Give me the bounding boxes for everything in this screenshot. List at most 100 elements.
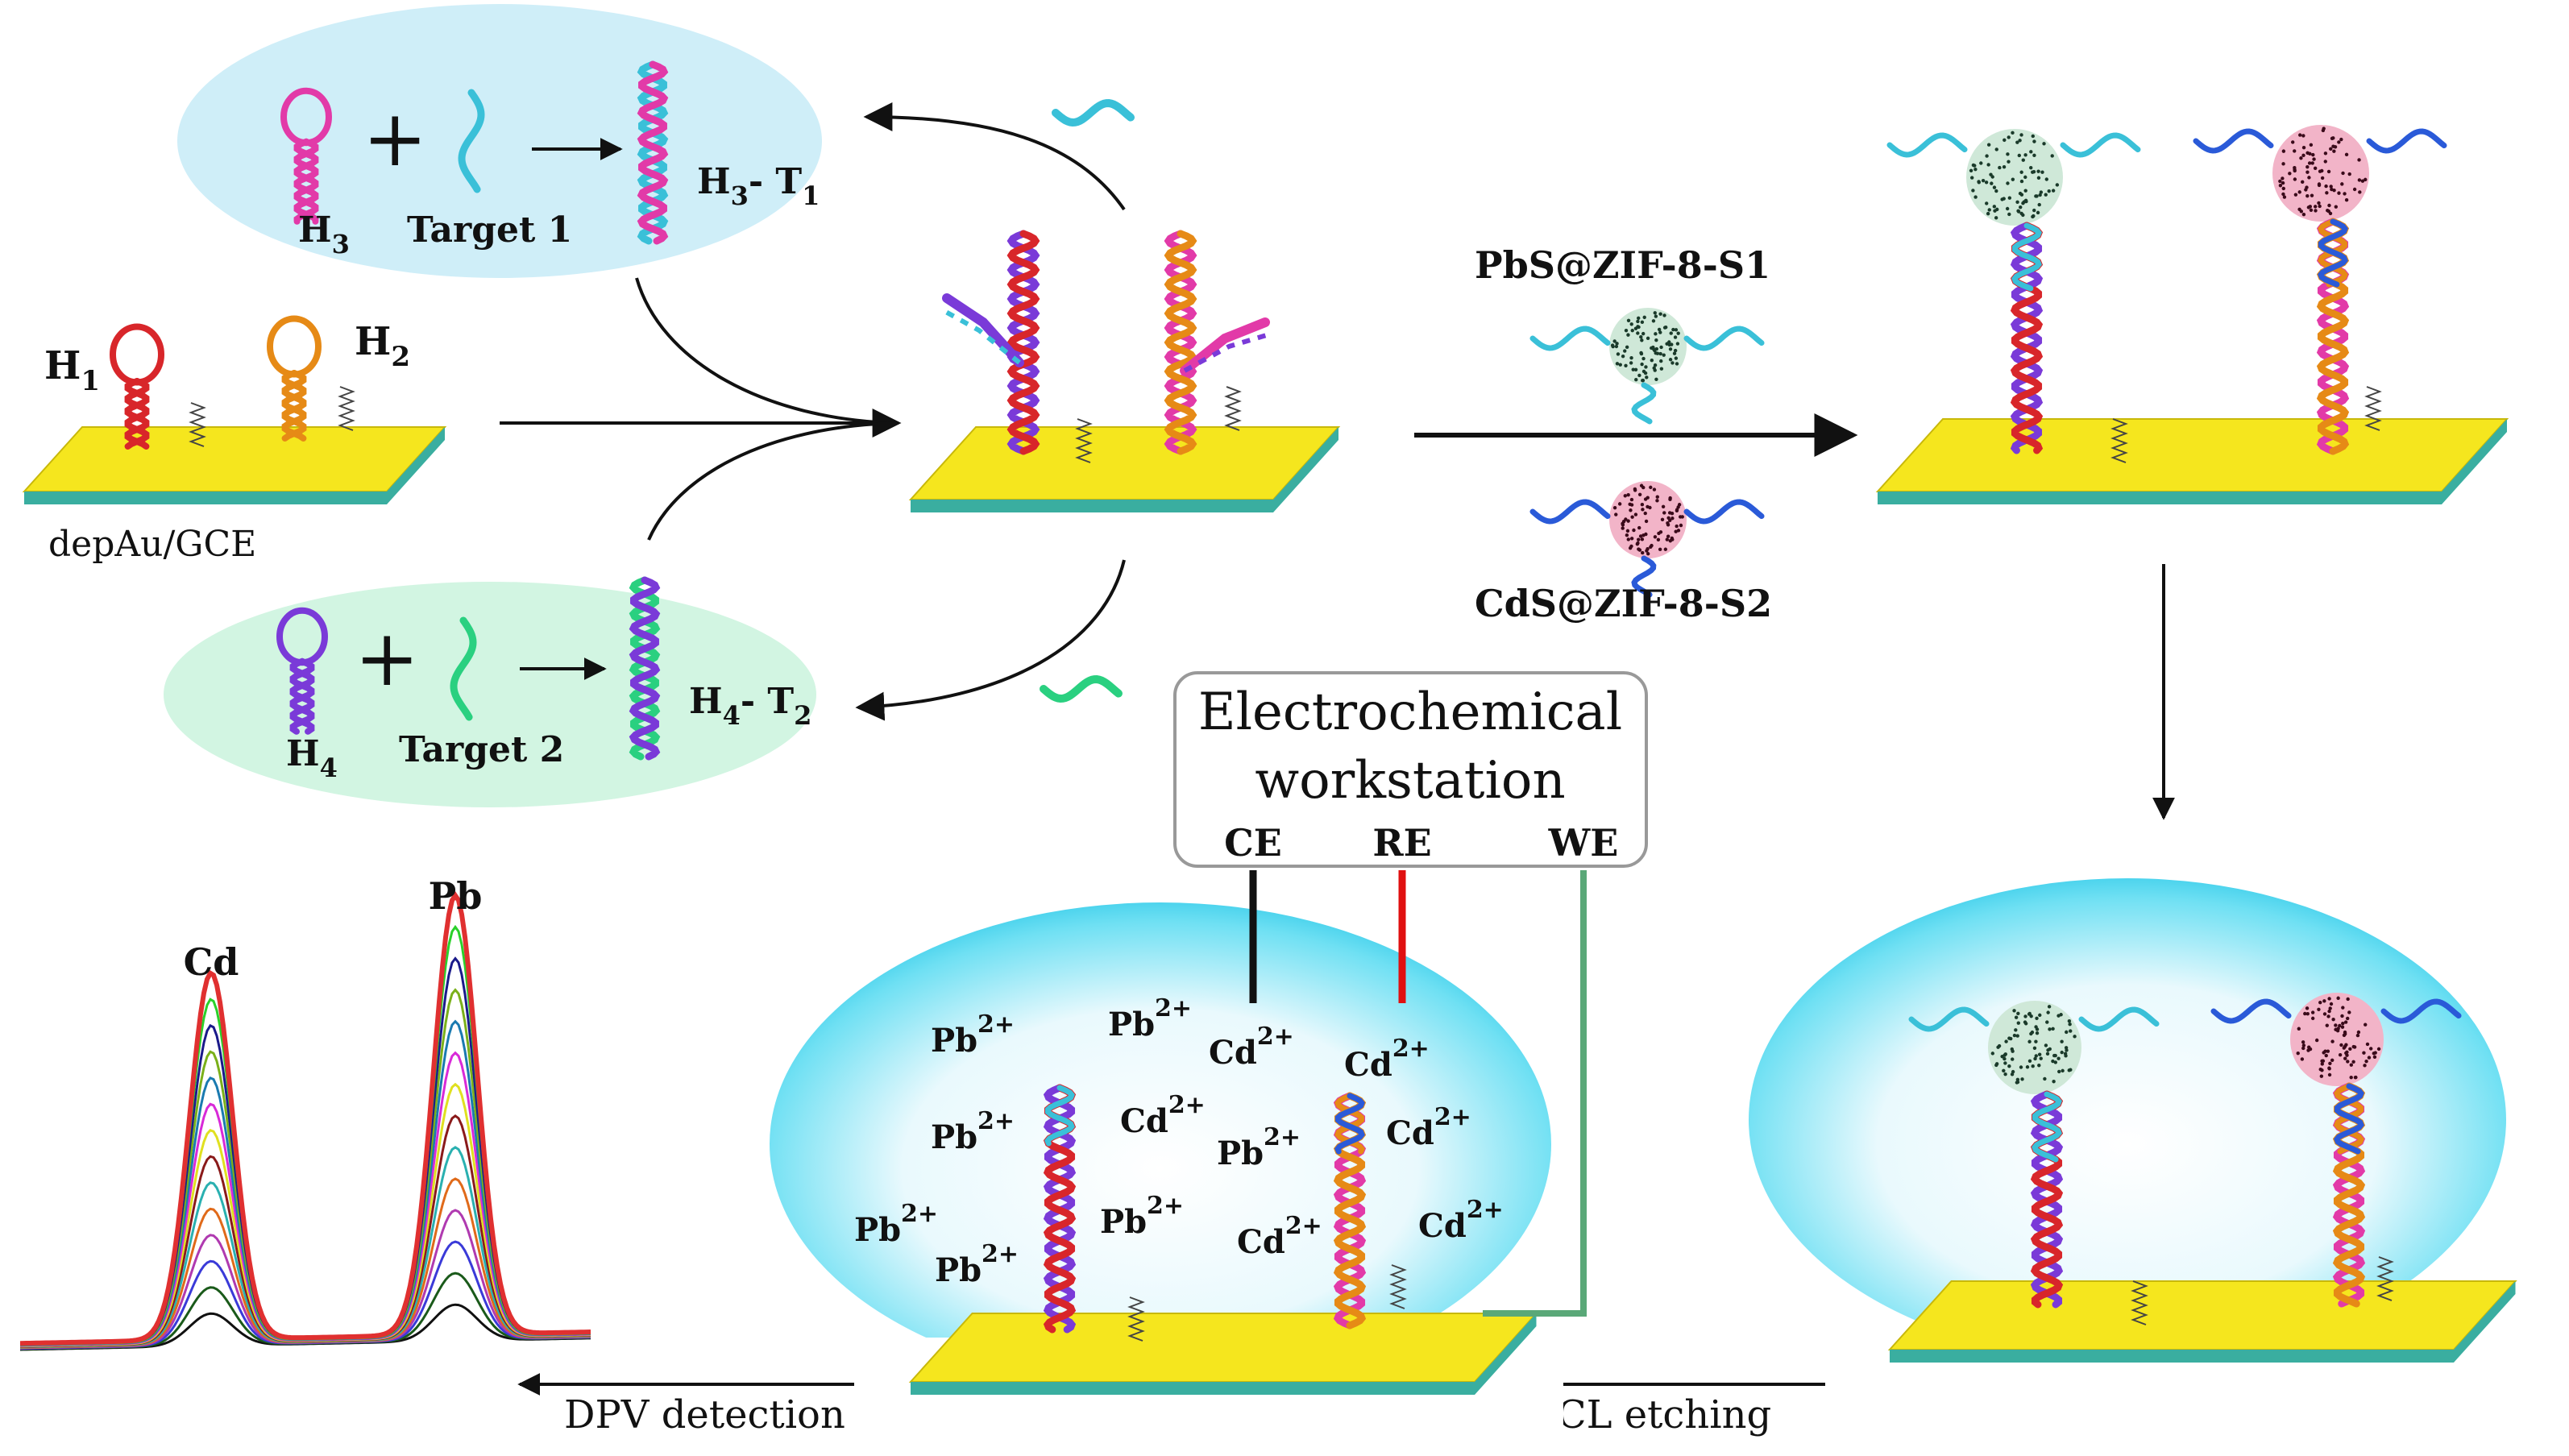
qd-dot (2282, 187, 2285, 190)
qd-dot (1993, 209, 1996, 212)
qd-dot (2305, 194, 2309, 197)
qd-dot (1625, 346, 1629, 349)
qd-dot (2044, 1043, 2048, 1047)
qd-dot (2303, 1012, 2306, 1015)
qd-dot (1641, 379, 1644, 382)
branch-arm (947, 298, 1019, 363)
qd-dot (1979, 161, 1982, 164)
qd-dot (1998, 166, 2001, 169)
qd-dot (2032, 135, 2035, 138)
qd-dot (2345, 198, 2348, 201)
qd-dot (2317, 1008, 2320, 1011)
qd-dot (2014, 1028, 2017, 1031)
qd-dot (2311, 1017, 2314, 1020)
qd-dot (1666, 534, 1670, 537)
qd-dot (1630, 322, 1633, 326)
qd-dot (2364, 1060, 2368, 1063)
qd-dot (2314, 205, 2317, 208)
qd-dot (1677, 529, 1680, 532)
qd-dot (2327, 204, 2330, 207)
qd-dot (2354, 1076, 2357, 1079)
qd-dot (2037, 1064, 2040, 1067)
qd-dot (2004, 1052, 2007, 1056)
ssdna-strand (1533, 502, 1608, 521)
qd-dot (2341, 1025, 2344, 1028)
qd-dot (1658, 548, 1662, 551)
qd-dot (1970, 176, 1973, 179)
qd-dot (2029, 1032, 2032, 1035)
electrode-platform-5 (911, 1313, 1537, 1395)
qd-dot (1654, 378, 1658, 381)
qd-dot (2011, 1050, 2014, 1053)
qd-dot (1621, 526, 1625, 529)
qd-dot (2337, 140, 2340, 143)
qd-dot (2343, 1032, 2347, 1035)
qd-dot (2339, 138, 2343, 141)
qd-dot (2288, 172, 2291, 175)
qd-dot (2027, 1040, 2031, 1043)
qd-dot (2019, 1065, 2023, 1068)
gold-surface (911, 427, 1338, 500)
qd-dot (2308, 161, 2311, 164)
qd-dot (2334, 145, 2337, 148)
workstation-title-line2: workstation (1255, 751, 1565, 811)
qd-dot (1982, 179, 1985, 182)
qd-dot (1654, 338, 1658, 342)
qd-dot (2048, 1005, 2051, 1008)
ssdna-strand (1056, 103, 1131, 122)
qd-dot (1678, 503, 1681, 506)
qd-dot (1675, 509, 1679, 512)
qd-dot (1661, 518, 1664, 521)
qd-dot (1641, 551, 1644, 554)
qd-dot (1654, 311, 1657, 314)
qd-dot (2353, 188, 2356, 191)
qd-dot (2322, 129, 2325, 132)
qd-dot (1669, 347, 1672, 351)
qd-dot (2334, 1023, 2337, 1027)
qd-dot (2300, 209, 2303, 213)
qd-dot (2311, 153, 2314, 156)
qd-dot (1637, 526, 1641, 529)
electrode-label: depAu/GCE (48, 524, 256, 565)
qd-dot (2302, 213, 2305, 216)
qd-dot (2315, 1039, 2318, 1042)
qd-dot (1627, 537, 1630, 541)
qd-dot (2305, 170, 2309, 173)
plus-sign-2: + (355, 613, 419, 703)
dpv-curve (20, 990, 591, 1345)
qd-dot (1676, 342, 1679, 345)
h1-label: H1 (44, 343, 100, 397)
dpv-peak-cd-label: Cd (184, 940, 239, 984)
qd-dot (2298, 133, 2301, 136)
qd-dot (2318, 1001, 2322, 1004)
qd-dot (2358, 190, 2361, 193)
qd-dot (1664, 548, 1667, 551)
qd-dot (2358, 178, 2361, 181)
qd-dot (1624, 494, 1627, 497)
qd-dot (1679, 515, 1682, 518)
ssdna-strand (1533, 329, 1608, 348)
qd-dot (2007, 1064, 2011, 1068)
qd-dot (2033, 1047, 2036, 1050)
qd-dot (1633, 488, 1637, 492)
qd-dot (1674, 335, 1677, 338)
qd-dot (2330, 188, 2333, 191)
qd-dot (2040, 1057, 2043, 1060)
converge-arrow-lower (649, 423, 894, 540)
qd-dot (1644, 533, 1647, 536)
mof-particle (1609, 481, 1687, 558)
gold-surface (1890, 1281, 2516, 1350)
qd-dot (2046, 1010, 2049, 1014)
qd-dot (1666, 521, 1669, 525)
qd-dot (2368, 1056, 2371, 1059)
qd-dot (1634, 378, 1637, 381)
mof-particle (1966, 129, 2063, 226)
qd-dot (1638, 493, 1641, 496)
qd-dot (1658, 312, 1662, 315)
qd-dot (1662, 511, 1666, 514)
qd-dot (2046, 1052, 2049, 1056)
qd-dot (1670, 537, 1674, 541)
qd-dot (2327, 209, 2330, 213)
qd-dot (1618, 502, 1621, 505)
qd-dot (2327, 1066, 2330, 1069)
